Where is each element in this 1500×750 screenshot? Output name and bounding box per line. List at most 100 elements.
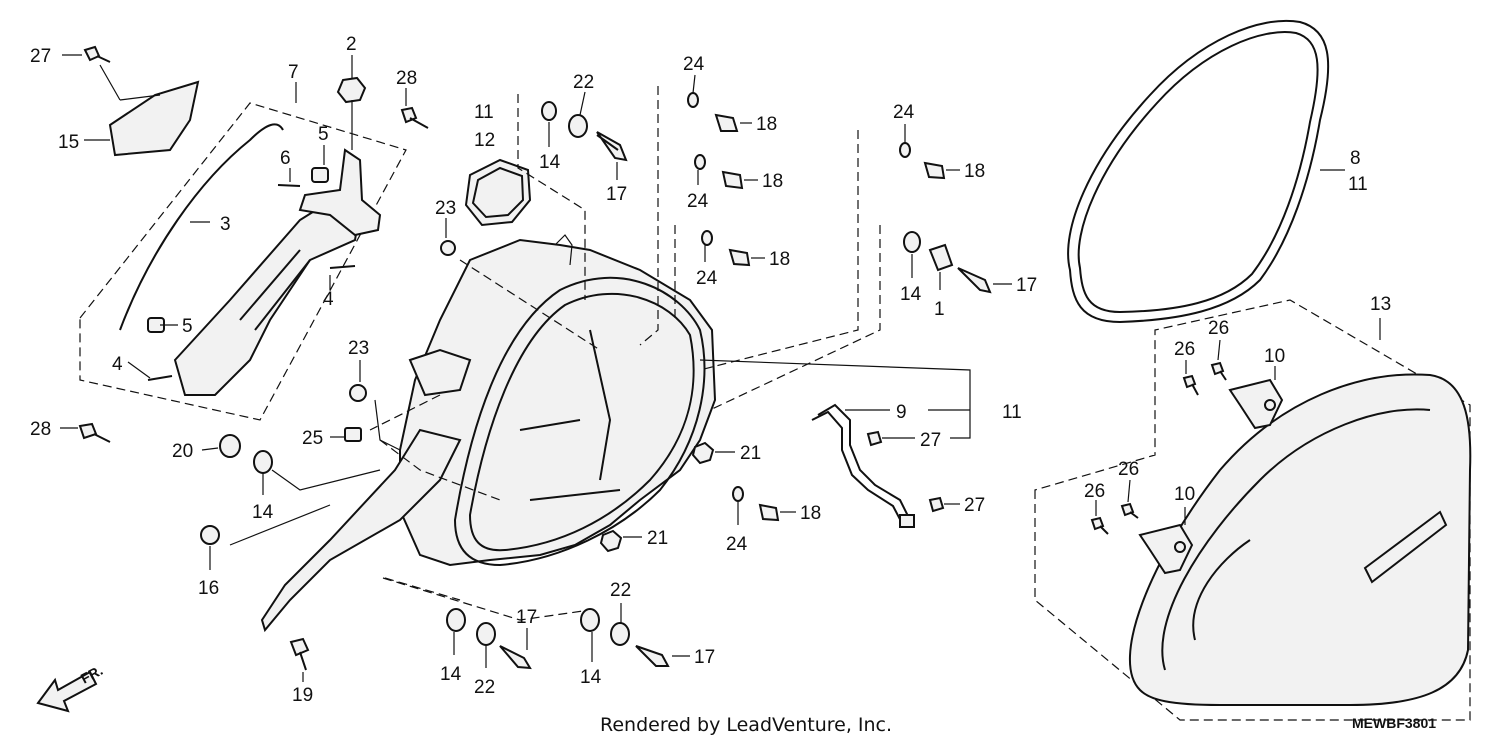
harness-part-9 (554, 234, 971, 528)
callout-18e: 18 (800, 503, 821, 524)
screw-part-26a (1182, 374, 1199, 396)
callout-21b: 21 (647, 528, 668, 549)
callout-2: 2 (346, 34, 357, 55)
bracket-part-10a (1228, 378, 1284, 430)
callout-22b: 22 (610, 580, 631, 601)
callout-18c: 18 (769, 249, 790, 270)
screw-part-26c (1090, 516, 1109, 535)
arrow-icon (36, 670, 98, 713)
callout-10b: 10 (1174, 484, 1195, 505)
callout-7: 7 (288, 62, 299, 83)
collar-part-1 (928, 243, 954, 272)
callout-22c: 22 (474, 677, 495, 698)
callout-23a: 23 (435, 198, 456, 219)
screw-part-27b (866, 430, 883, 447)
callout-12: 12 (474, 130, 495, 151)
callout-4a: 4 (323, 289, 334, 310)
callout-15: 15 (58, 132, 79, 153)
callout-10a: 10 (1264, 346, 1285, 367)
callout-18d: 18 (964, 161, 985, 182)
nut-part-21b (599, 529, 623, 553)
grommet-part-23b (349, 384, 367, 402)
bolt-part-17c (499, 645, 532, 670)
bolt-part-19 (289, 637, 310, 671)
callout-17d: 17 (694, 647, 715, 668)
callout-14c: 14 (252, 502, 274, 523)
nut-part-21a (691, 441, 715, 465)
seal-part-8 (1067, 19, 1330, 324)
callout-labels: 27 15 7 2 28 5 6 3 4 5 4 28 11 12 23 22 … (30, 34, 1391, 706)
callout-24b: 24 (687, 191, 709, 212)
bolt-part-18a (714, 113, 739, 132)
callout-17c: 17 (516, 607, 537, 628)
callout-24d: 24 (893, 102, 915, 123)
screw-part-27c (928, 496, 945, 513)
nut-part-16 (200, 525, 220, 545)
washer-part-22 (568, 114, 588, 138)
callout-17a: 17 (606, 184, 627, 205)
bolt-part-18c (728, 248, 751, 267)
front-direction-arrow: FR. (36, 662, 105, 713)
callout-16: 16 (198, 578, 219, 599)
washer-part-14d (446, 608, 466, 632)
bolt-part-17 (596, 131, 628, 162)
callout-14b: 14 (900, 284, 922, 305)
callout-5a: 5 (318, 124, 329, 145)
bracket-part-10b (1138, 523, 1194, 575)
callout-11c: 11 (1002, 402, 1022, 423)
callout-26c: 26 (1084, 481, 1105, 502)
callout-26a: 26 (1208, 318, 1229, 339)
bolt-part-28b (78, 422, 111, 443)
callout-23b: 23 (348, 338, 369, 359)
diagram-code: MEWBF3801 (1352, 715, 1436, 731)
callout-8: 8 (1350, 148, 1361, 169)
washer-part-24b (694, 154, 706, 170)
clip-part-5 (311, 167, 329, 183)
latch-plate (173, 193, 362, 396)
washer-part-14b (903, 231, 921, 253)
callout-28a: 28 (396, 68, 417, 89)
callout-27c: 27 (964, 495, 985, 516)
washer-part-24c (701, 230, 713, 246)
grommet-part-23 (440, 240, 456, 256)
screw-part-27 (83, 45, 111, 63)
bolt-part-17d (635, 645, 670, 667)
callout-3: 3 (220, 214, 231, 235)
washer-part-14 (541, 101, 557, 121)
callout-9: 9 (896, 402, 907, 423)
latch-part-2 (298, 148, 382, 237)
bolt-part-18e (758, 503, 780, 522)
lid-assembly (1034, 19, 1472, 721)
callout-11b: 11 (1348, 174, 1368, 195)
callout-17b: 17 (1016, 275, 1037, 296)
washer-part-24e (732, 486, 744, 502)
clip-part-25 (344, 427, 362, 442)
callout-18b: 18 (762, 171, 783, 192)
washer-part-14e (580, 608, 600, 632)
callout-11a: 11 (474, 102, 494, 123)
washer-part-22b (476, 622, 496, 646)
washer-part-24a (687, 92, 699, 108)
bolt-part-18b (721, 170, 744, 190)
callout-4b: 4 (112, 354, 123, 375)
callout-6: 6 (280, 148, 291, 169)
case-boss (408, 348, 472, 397)
washer-part-24d (899, 142, 911, 158)
callout-14e: 14 (580, 667, 602, 688)
callout-27b: 27 (920, 430, 941, 451)
nut-part-2 (336, 76, 367, 104)
callout-28b: 28 (30, 419, 51, 440)
cover-part-15 (108, 80, 200, 157)
callout-22a: 22 (573, 72, 594, 93)
bolt-part-18d (923, 161, 946, 180)
rendered-by-credit: Rendered by LeadVenture, Inc. (600, 714, 892, 736)
callout-27a: 27 (30, 46, 51, 67)
callout-20: 20 (172, 441, 193, 462)
callout-21a: 21 (740, 443, 761, 464)
callout-26d: 26 (1118, 459, 1139, 480)
callout-14d: 14 (440, 664, 462, 685)
harness-connector (899, 514, 915, 528)
callout-26b: 26 (1174, 339, 1195, 360)
callout-13: 13 (1370, 294, 1391, 315)
callout-14a: 14 (539, 152, 561, 173)
